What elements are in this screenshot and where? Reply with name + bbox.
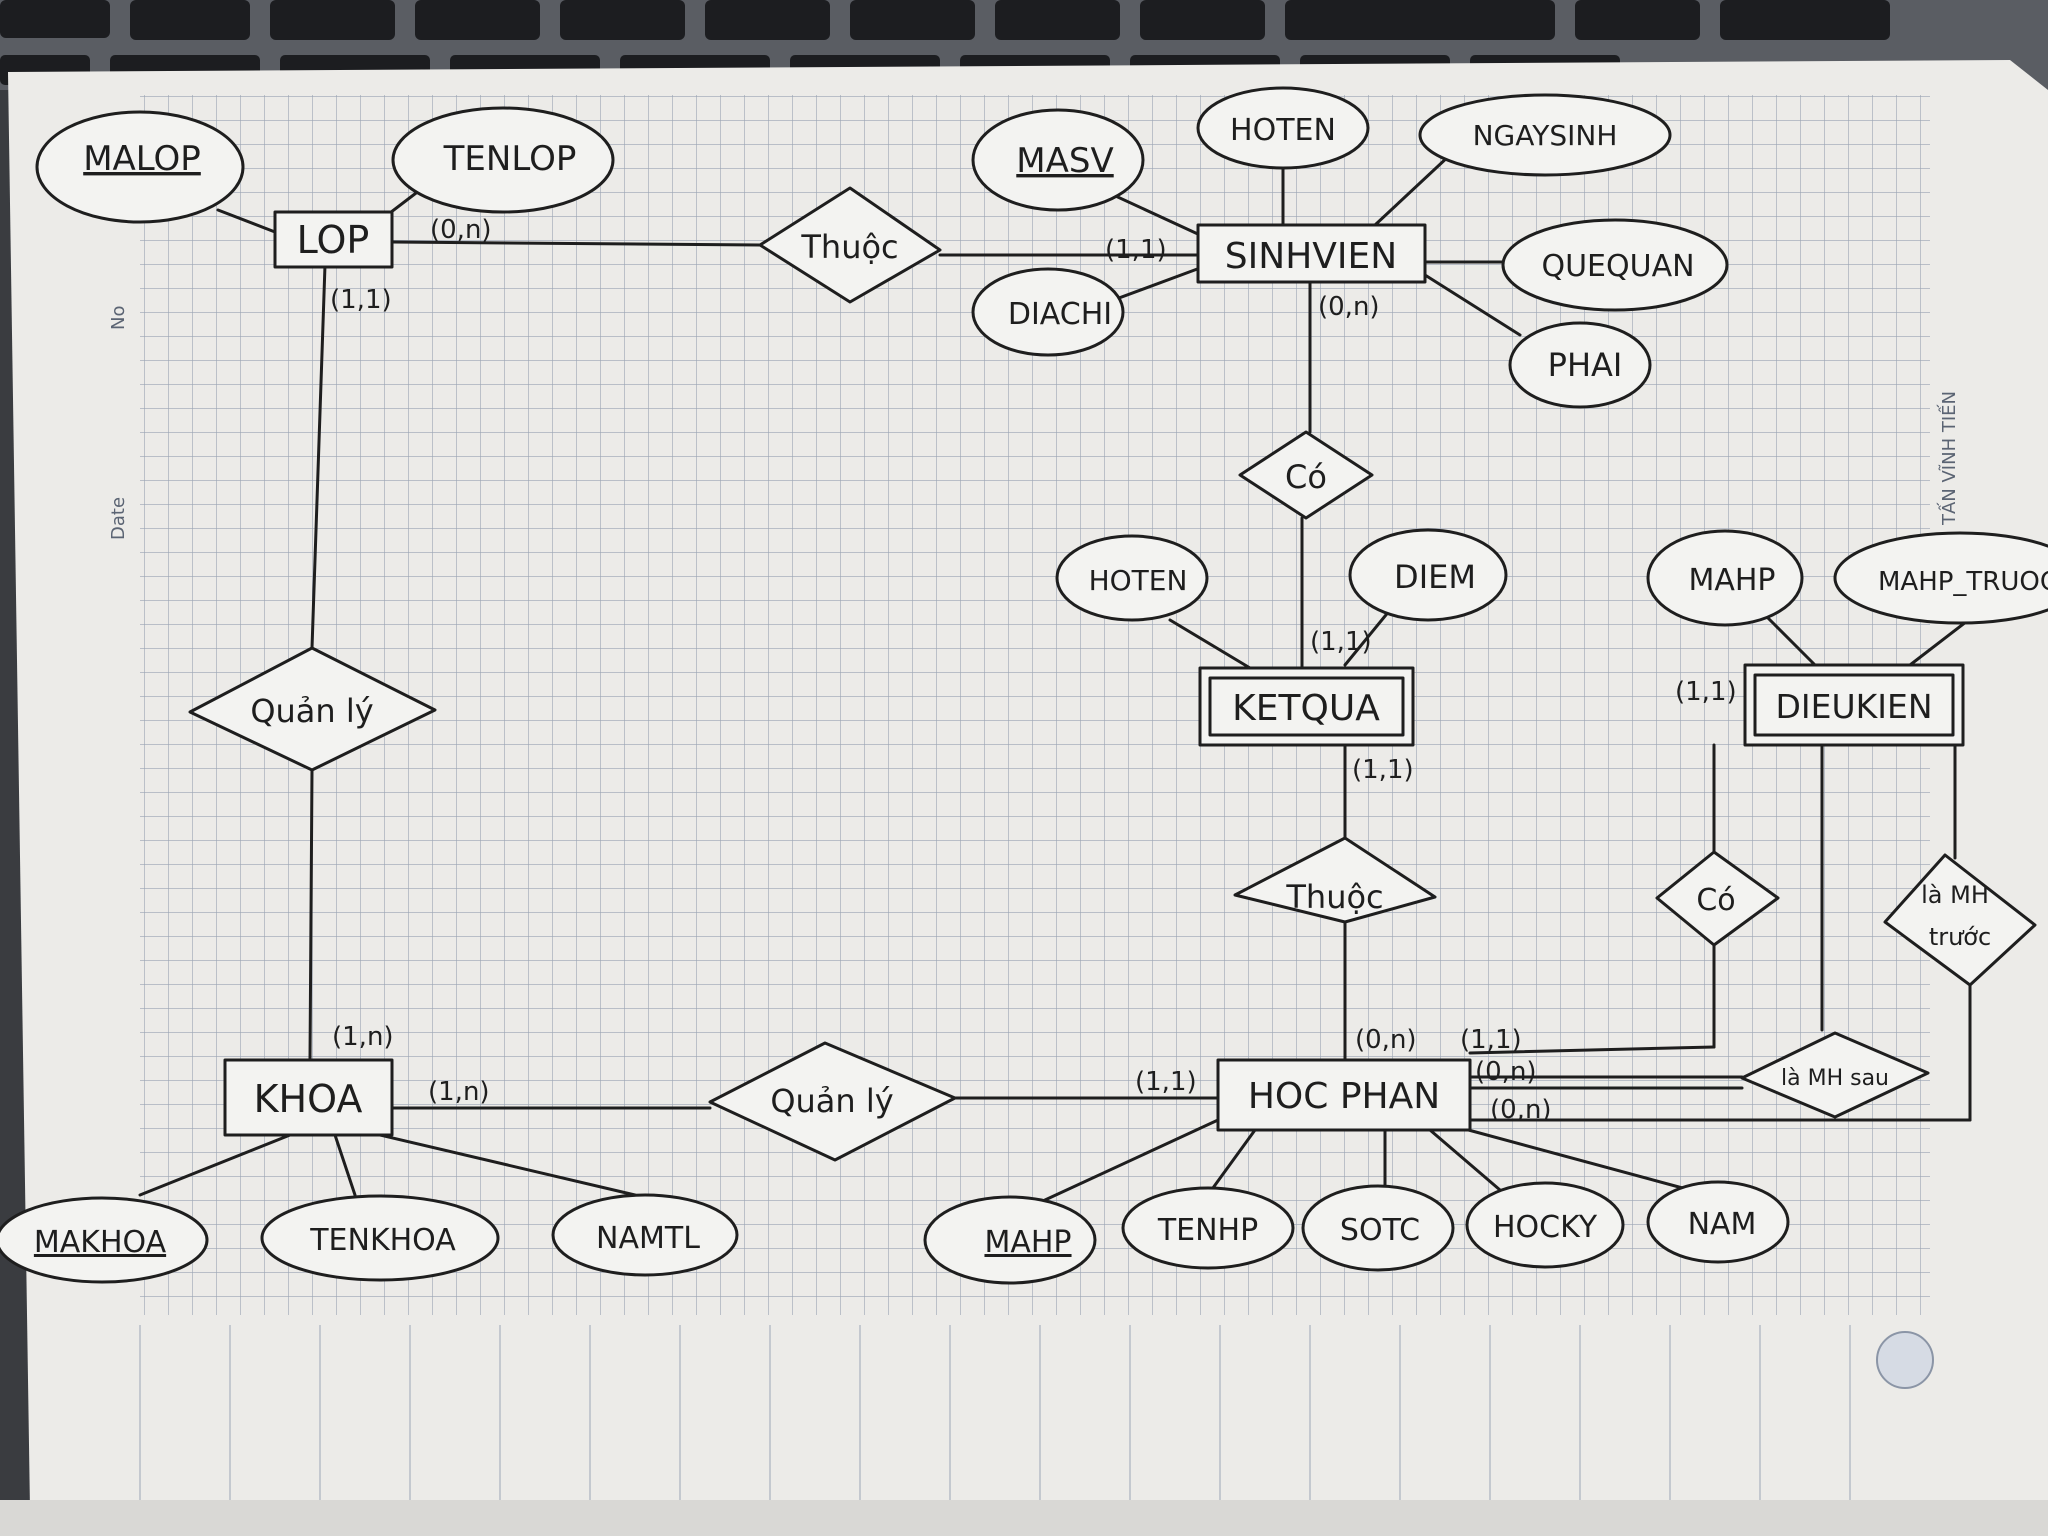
attr-mahp: MAHP [923,1195,1097,1285]
attr-diem-label: DIEM [1394,558,1476,596]
card-khoa-quanly-hp: (1,n) [428,1077,490,1107]
entity-hocphan-label: HOC PHAN [1248,1076,1440,1117]
rel-thuoc-ketqua-hocphan: Thuộc [1233,836,1437,924]
attr-ngaysinh-label: NGAYSINH [1473,119,1618,152]
rel-quanly-label: Quản lý [250,692,373,730]
attr-tenhp: TENHP [1121,1186,1295,1270]
attr-mahp-label: MAHP [984,1225,1071,1260]
rel-co-sinhvien-ketqua: Có [1238,430,1374,520]
attr-makhoa: MAKHOA [0,1196,209,1284]
attr-diachi: DIACHI [971,267,1125,357]
entity-khoa: KHOA [223,1058,394,1137]
attr-tenkhoa: TENKHOA [260,1194,500,1282]
rel-thuoc-label: Thuộc [800,228,898,266]
attr-nam: NAM [1646,1180,1790,1264]
attr-phai: PHAI [1508,321,1652,409]
attr-tenlop-label: TENLOP [443,139,577,179]
attr-phai-label: PHAI [1548,346,1623,384]
attr-nam-label: NAM [1688,1207,1757,1242]
rel-co-dk-label: Có [1696,883,1735,918]
next-page-edge [0,1500,2048,1536]
cardinality-labels: (0,n) (1,1) (1,1) (0,n) (1,1) (1,1) (1,1… [330,215,1737,1125]
lower-ruling [139,1325,1851,1500]
rel-la-mh-sau: là MH sau [1740,1031,1930,1119]
attr-mahp-dk-label: MAHP [1688,563,1775,598]
card-hp-sau: (0,n) [1475,1057,1537,1087]
attr-tenhp-label: TENHP [1157,1213,1258,1248]
attr-diem: DIEM [1348,528,1508,622]
attr-masv: MASV [971,108,1145,212]
rel-co-dieukien-hocphan: Có [1655,850,1780,947]
attr-hoten-sv: HOTEN [1196,86,1370,170]
rel-thuoc-lop-sinhvien: Thuộc [758,186,942,304]
rel-la-mh-truoc-line2: trước [1929,923,1991,951]
attr-namtl-label: NAMTL [596,1221,700,1256]
rel-quanly-hp-label: Quản lý [770,1082,893,1120]
attr-tenkhoa-label: TENKHOA [309,1223,456,1258]
entity-khoa-label: KHOA [254,1077,363,1121]
card-hp-co: (1,1) [1460,1025,1522,1055]
card-lop-thuoc: (0,n) [430,215,492,245]
rel-la-mh-truoc: là MH trước [1883,853,2037,987]
rel-thuoc-hp-label: Thuộc [1285,878,1383,916]
attr-tenlop: TENLOP [391,106,615,214]
attr-quequan: QUEQUAN [1501,218,1729,312]
attr-malop-label: MALOP [83,139,201,179]
rel-co-label: Có [1285,458,1327,496]
attr-mahp-truoc: MAHP_TRUOC [1833,531,2048,625]
rel-la-mh-truoc-line1: là MH [1921,881,1989,909]
attr-quequan-label: QUEQUAN [1541,249,1694,284]
rel-quanly-lop-khoa: Quản lý [188,646,437,772]
card-dk-co: (1,1) [1675,677,1737,707]
card-kq-co: (1,1) [1310,627,1372,657]
attr-ngaysinh: NGAYSINH [1418,93,1672,177]
card-hp-truoc: (0,n) [1490,1095,1552,1125]
card-kq-thuoc: (1,1) [1352,755,1414,785]
attr-makhoa-label: MAKHOA [34,1225,167,1260]
entity-hocphan: HOC PHAN [1216,1058,1472,1132]
attr-mahp-truoc-label: MAHP_TRUOC [1878,567,2048,597]
card-hp-quanly: (1,1) [1135,1067,1197,1097]
card-sv-thuoc: (1,1) [1105,235,1167,265]
attr-masv-label: MASV [1016,141,1113,181]
date-label: Date [108,497,129,540]
attr-diachi-label: DIACHI [1008,297,1112,332]
entity-lop-label: LOP [297,218,370,262]
rel-la-mh-sau-label: là MH sau [1781,1066,1889,1091]
attr-sotc: SOTC [1301,1184,1455,1272]
attr-hocky-label: HOCKY [1493,1210,1598,1245]
attr-sotc-label: SOTC [1340,1213,1420,1248]
entity-lop: LOP [273,210,394,269]
entity-sinhvien-label: SINHVIEN [1225,236,1397,277]
attr-mahp-dk: MAHP [1646,529,1804,627]
entity-sinhvien: SINHVIEN [1196,223,1427,284]
entity-dieukien-label: DIEUKIEN [1775,687,1932,726]
attr-namtl: NAMTL [551,1193,739,1277]
card-sv-co: (0,n) [1318,292,1380,322]
author-label: TẤN VĨNH TIẾN [1936,391,1960,526]
entity-ketqua-weak: KETQUA [1198,666,1415,747]
publisher-logo [1876,1331,1934,1389]
attr-malop: MALOP [35,110,245,224]
no-label: No [108,306,129,330]
card-hp-thuoc: (0,n) [1355,1025,1417,1055]
card-lop-quanly: (1,1) [330,285,392,315]
attr-hoten-kq-label: HOTEN [1089,564,1188,597]
entity-ketqua-label: KETQUA [1232,688,1380,729]
card-khoa-quanly-lop: (1,n) [332,1022,394,1052]
attr-hoten-kq: HOTEN [1055,534,1209,622]
attr-hocky: HOCKY [1465,1181,1625,1269]
entity-dieukien-weak: DIEUKIEN [1743,663,1965,747]
attr-hoten-sv-label: HOTEN [1230,113,1336,148]
rel-quanly-khoa-hocphan: Quản lý [708,1041,957,1162]
